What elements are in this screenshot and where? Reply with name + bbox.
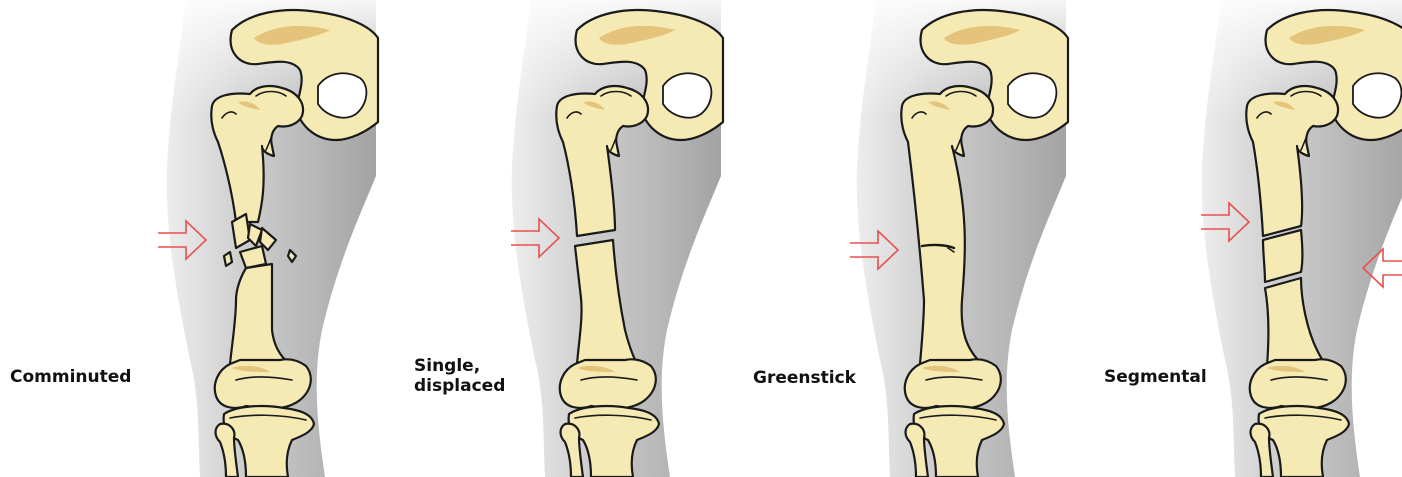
panel-greenstick xyxy=(850,0,1068,477)
femur-condyles xyxy=(905,359,1001,408)
label-line: Greenstick xyxy=(753,368,856,388)
panel-segmental xyxy=(1201,0,1402,477)
panel-comminuted xyxy=(158,0,378,477)
femur-segment xyxy=(1263,230,1303,282)
label-line: Comminuted xyxy=(10,367,131,387)
label-line: displaced xyxy=(414,376,505,396)
fragment xyxy=(224,252,232,266)
femur-condyles xyxy=(215,359,311,408)
femur-condyles xyxy=(560,359,656,408)
label-single-displaced: Single, displaced xyxy=(414,356,505,396)
label-line: Single, xyxy=(414,356,505,376)
label-line: Segmental xyxy=(1104,367,1207,387)
obturator-foramen xyxy=(1353,73,1401,117)
obturator-foramen xyxy=(663,73,711,117)
femur-condyles xyxy=(1250,359,1346,408)
obturator-foramen xyxy=(1008,73,1056,117)
label-greenstick: Greenstick xyxy=(753,368,856,388)
label-segmental: Segmental xyxy=(1104,367,1207,387)
obturator-foramen xyxy=(318,73,366,117)
label-comminuted: Comminuted xyxy=(10,367,131,387)
panel-single-displaced xyxy=(511,0,723,477)
